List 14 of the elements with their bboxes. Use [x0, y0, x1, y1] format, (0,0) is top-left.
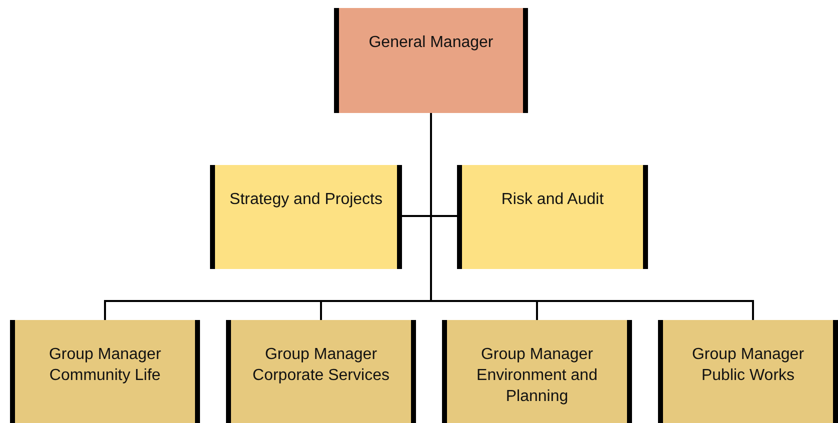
box-label: Group Manager Public Works	[690, 345, 806, 386]
org-box	[10, 320, 200, 423]
box-label: Strategy and Projects	[230, 190, 382, 210]
box-label: Group Manager Community Life	[48, 345, 162, 386]
box-label: General Manager	[368, 33, 494, 53]
org-box	[658, 320, 838, 423]
org-box	[457, 165, 648, 269]
org-box	[334, 8, 528, 113]
org-box	[226, 320, 416, 423]
org-box	[442, 320, 632, 423]
box-label: Group Manager Corporate Services	[252, 345, 390, 386]
box-label: Risk and Audit	[501, 190, 604, 210]
box-label: Group Manager Environment and Planning	[476, 345, 598, 407]
org-box	[210, 165, 402, 269]
